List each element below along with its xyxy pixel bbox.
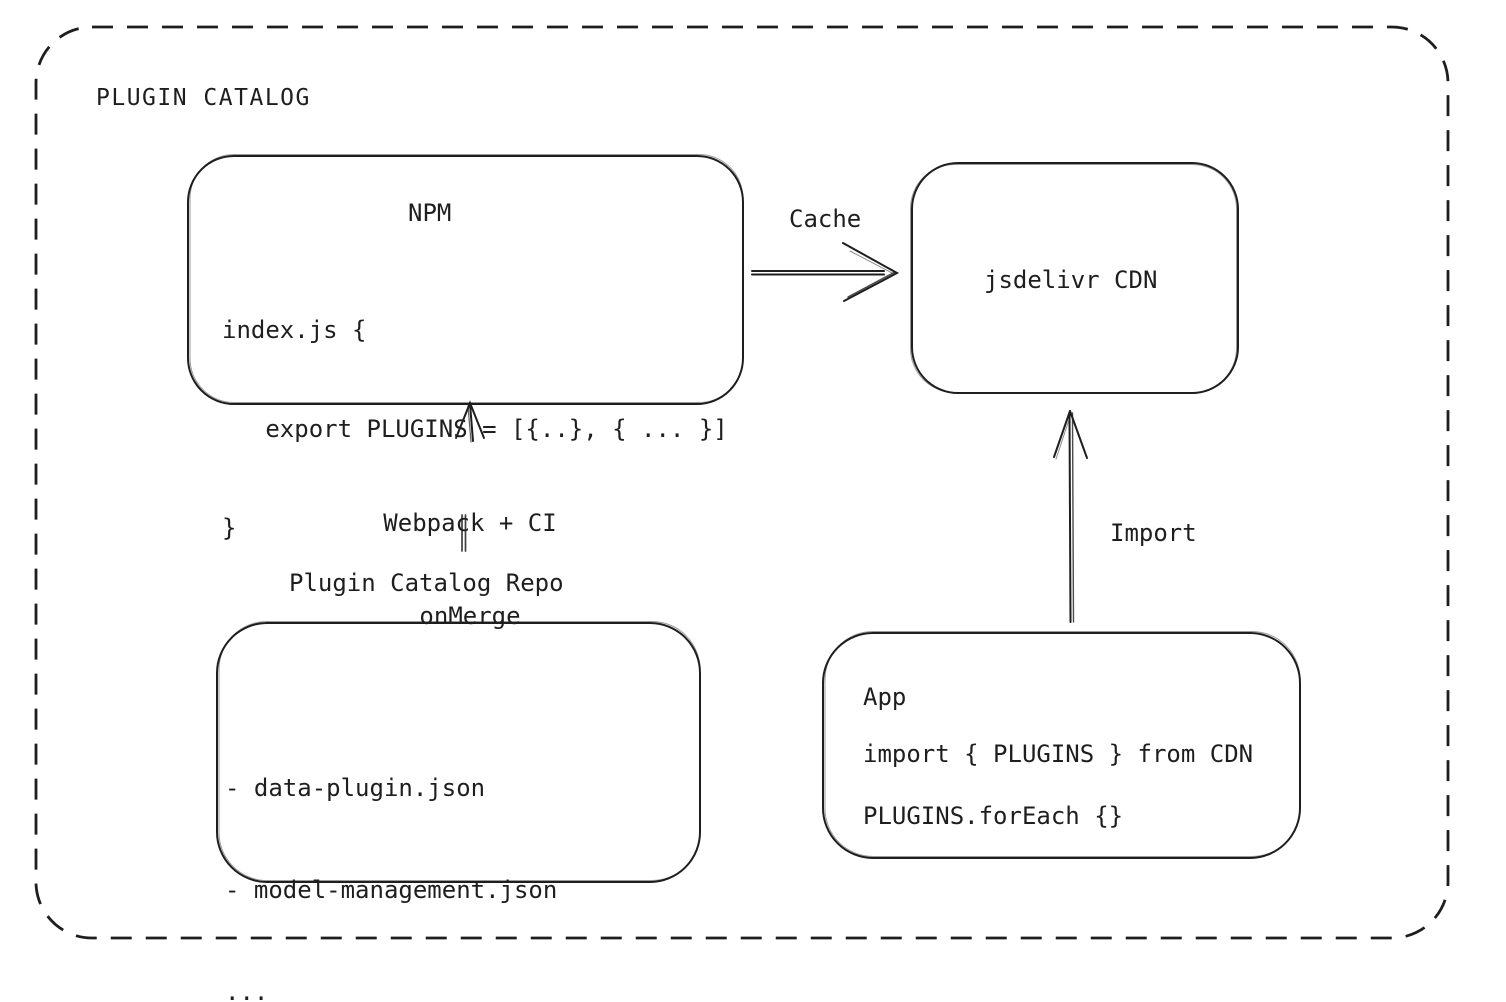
import-arrow [1053, 410, 1088, 623]
repo-box-outline [216, 621, 701, 883]
cdn-box-outline [910, 162, 1239, 394]
npm-code-line: } [222, 514, 237, 542]
import-arrow-label: Import [1110, 519, 1197, 547]
app-code-line: PLUGINS.forEach {} [863, 802, 1124, 830]
catalog-boundary-outline [34, 25, 1450, 940]
npm-box-outline [187, 154, 744, 405]
repo-box-label: Plugin Catalog Repo [289, 569, 564, 597]
npm-code-line: index.js { [222, 316, 367, 344]
build-arrow-label-line1: Webpack + CI [383, 509, 557, 537]
app-box-title: App [863, 683, 907, 711]
build-arrow-label: Webpack + CI onMerge [320, 446, 620, 694]
diagram-title: PLUGIN CATALOG [96, 85, 311, 111]
npm-code-line: export PLUGINS = [{..}, { ... }] [222, 415, 728, 443]
build-arrow [455, 400, 485, 443]
app-box-outline [822, 631, 1301, 859]
cache-arrow-label: Cache [789, 205, 862, 233]
repo-item: ... [225, 978, 269, 1002]
build-arrow-connector [461, 514, 467, 552]
build-arrow-label-line2: onMerge [419, 602, 521, 630]
cdn-box-label: jsdelivr CDN [984, 266, 1158, 294]
npm-box-code: index.js { export PLUGINS = [{..}, { ...… [222, 248, 728, 611]
app-code-line: import { PLUGINS } from CDN [863, 740, 1254, 768]
cache-arrow [751, 242, 900, 302]
npm-box-title: NPM [408, 199, 452, 227]
repo-item: - data-plugin.json [225, 774, 486, 802]
repo-item: - model-management.json [225, 876, 558, 904]
repo-box-items: - data-plugin.json - model-management.js… [225, 703, 557, 1002]
